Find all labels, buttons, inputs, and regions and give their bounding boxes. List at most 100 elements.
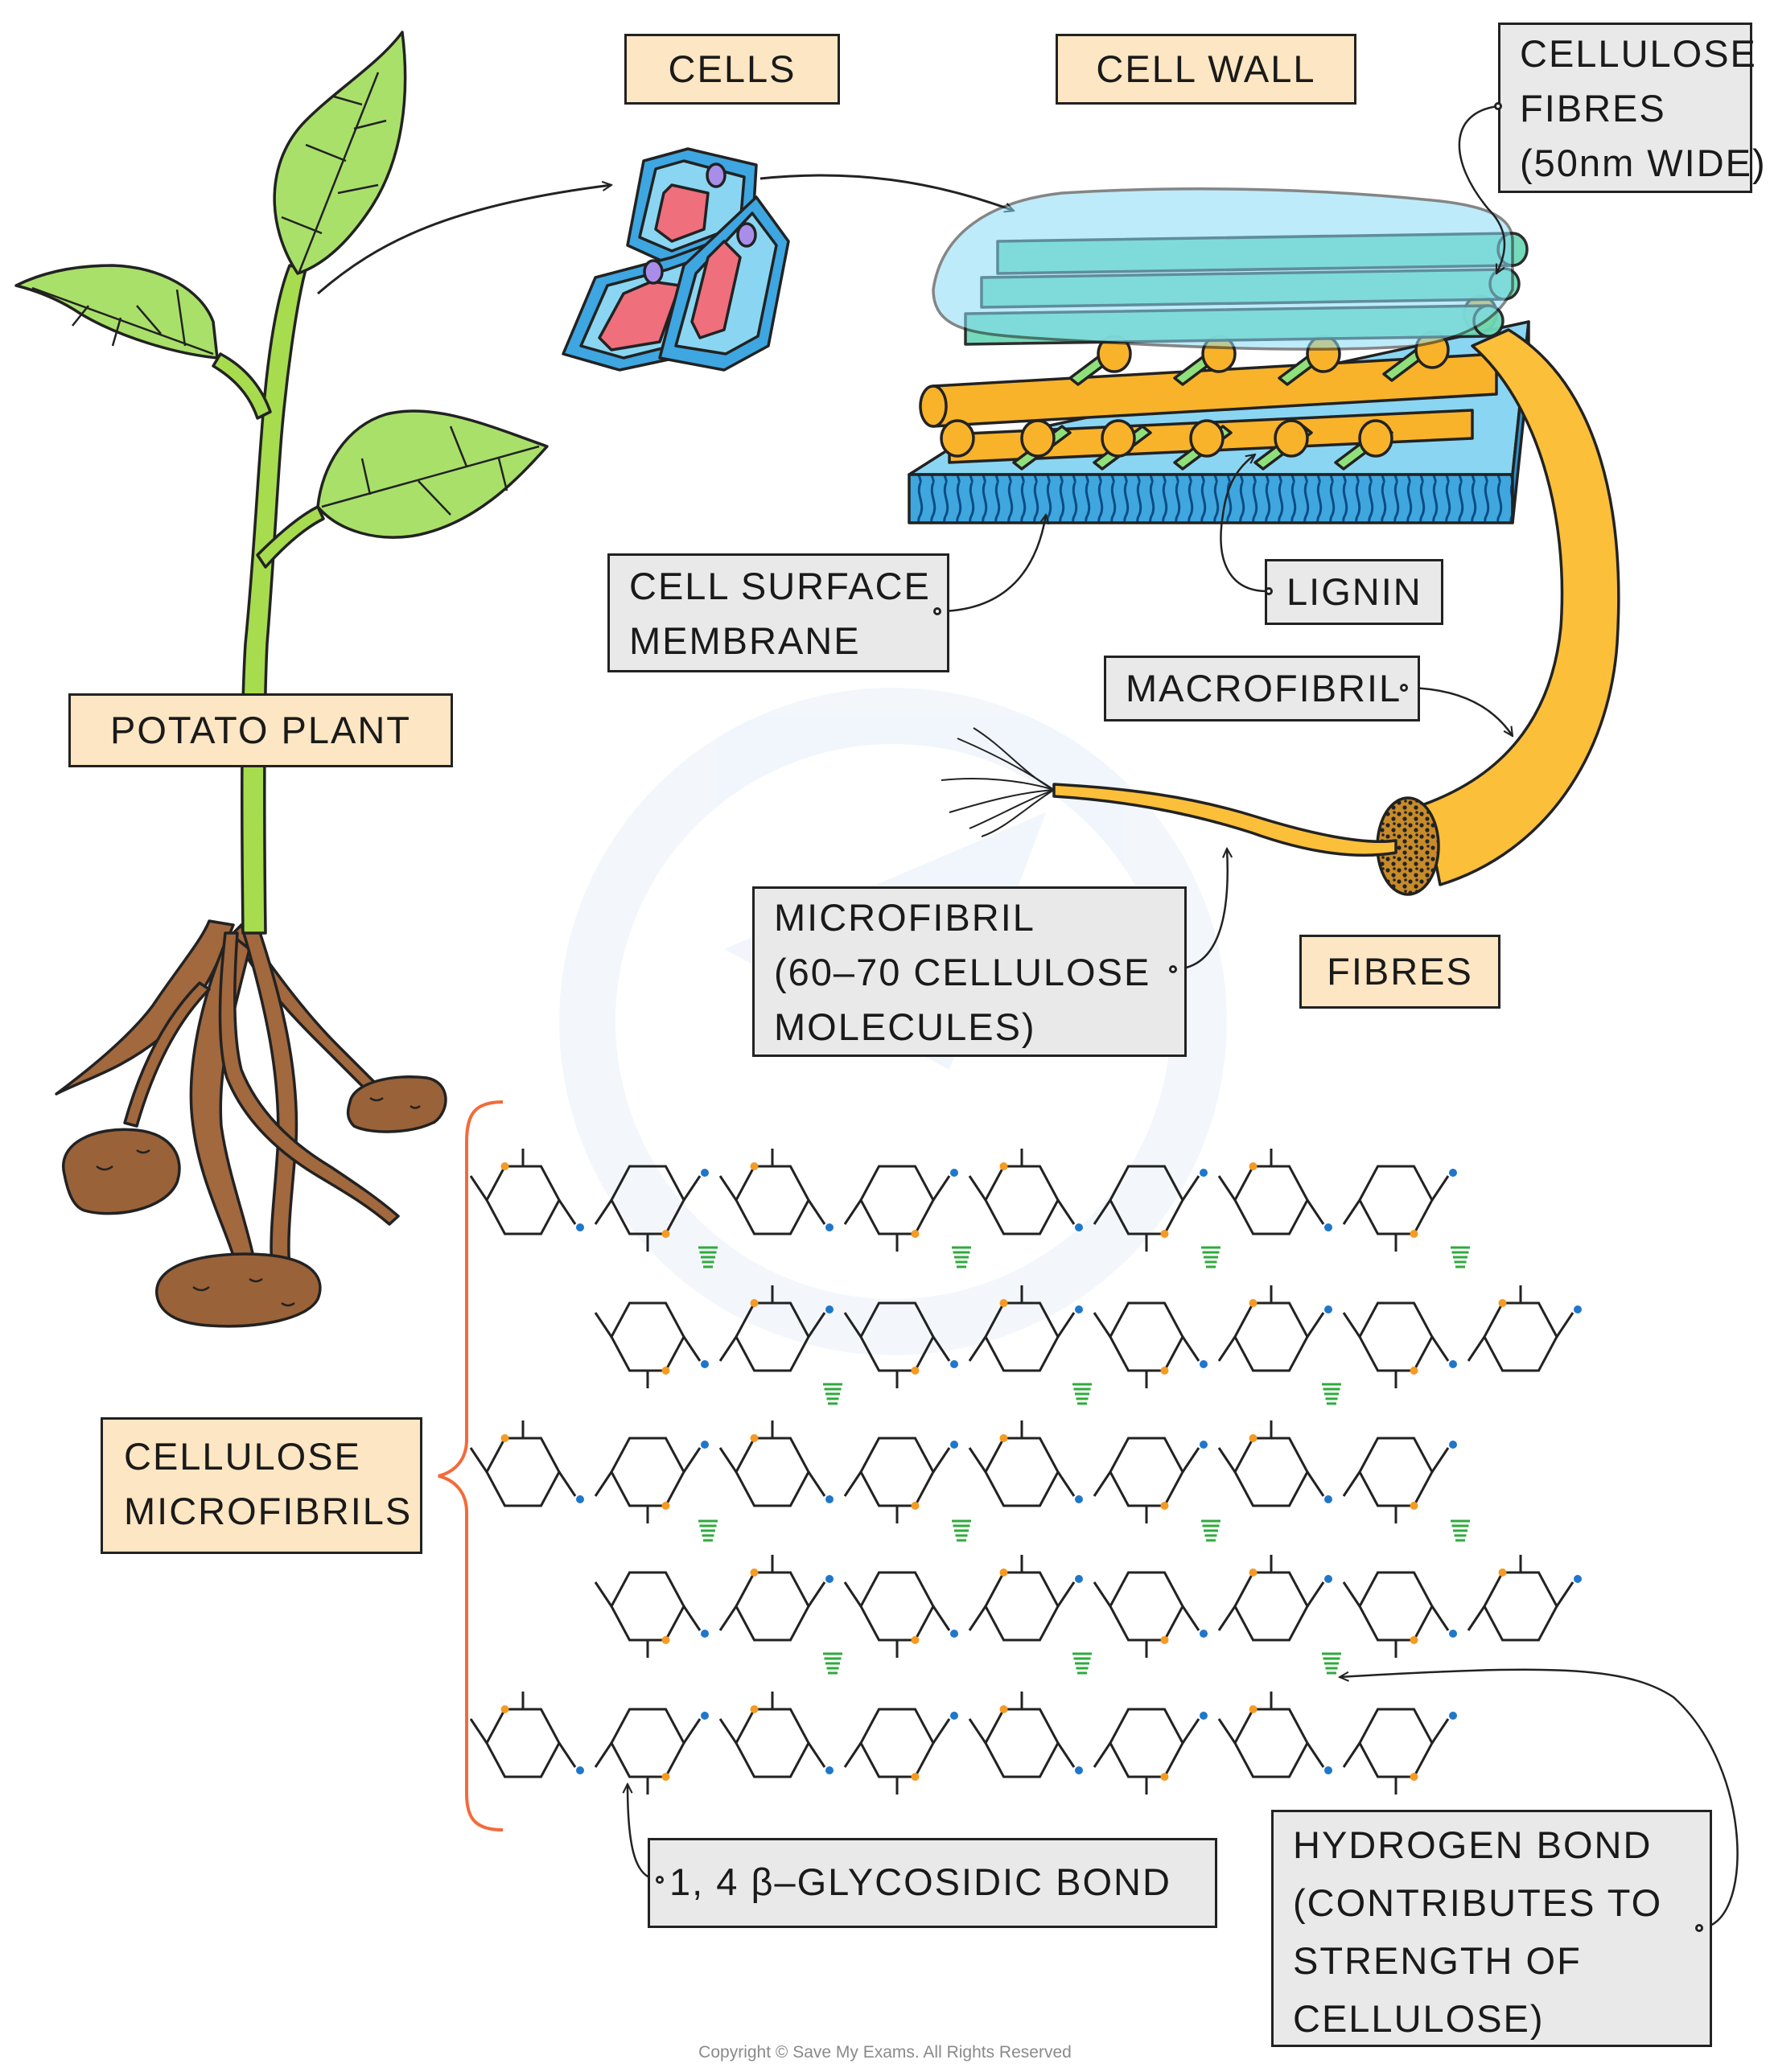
- bridge-oxygen: [576, 1766, 584, 1774]
- glycosidic-link: [1342, 1199, 1361, 1225]
- glycosidic-link: [558, 1199, 577, 1225]
- leader-hydrogen-bond: [1340, 1668, 1739, 1930]
- glycosidic-link: [682, 1447, 702, 1473]
- ring-oxygen: [1160, 1367, 1169, 1375]
- glycosidic-link: [594, 1471, 613, 1497]
- glucose-ring: [1358, 1437, 1434, 1507]
- ring-oxygen: [750, 1568, 759, 1577]
- glycosidic-link: [1342, 1742, 1361, 1768]
- cells-label: CELLS: [624, 34, 840, 105]
- glycosidic-link: [807, 1742, 826, 1768]
- ring-oxygen: [1498, 1568, 1507, 1577]
- glycosidic-link: [843, 1199, 862, 1225]
- ring-oxygen: [1160, 1773, 1169, 1781]
- lignin-label-text: LIGNIN: [1286, 570, 1422, 613]
- glycosidic-link: [1467, 1336, 1486, 1362]
- fibres-label: FIBRES: [1299, 935, 1500, 1009]
- bridge-oxygen: [1324, 1766, 1332, 1774]
- glycosidic-link: [1342, 1471, 1361, 1497]
- glycosidic-link: [594, 1199, 613, 1225]
- cells-label-text: CELLS: [668, 47, 796, 90]
- bridge-oxygen: [950, 1169, 958, 1177]
- glycosidic-link: [1555, 1312, 1574, 1338]
- ring-oxygen: [911, 1502, 920, 1510]
- copyright-notice: Copyright © Save My Exams. All Rights Re…: [698, 2043, 1072, 2062]
- ring-oxygen: [661, 1230, 670, 1238]
- ring-oxygen: [750, 1299, 759, 1307]
- glycosidic-link: [1093, 1471, 1112, 1497]
- glycosidic-link: [1056, 1199, 1076, 1225]
- glycosidic-link: [1181, 1447, 1200, 1473]
- glycosidic-link: [1306, 1312, 1325, 1338]
- glycosidic-link: [718, 1175, 738, 1201]
- bridge-oxygen: [825, 1223, 834, 1231]
- glycosidic-link: [682, 1175, 702, 1201]
- glycosidic-link: [1093, 1581, 1112, 1607]
- bridge-oxygen: [576, 1495, 584, 1503]
- ring-oxygen: [750, 1162, 759, 1170]
- glycosidic-link: [968, 1605, 987, 1631]
- bridge-oxygen: [1200, 1360, 1208, 1368]
- bridge-oxygen: [1449, 1441, 1457, 1449]
- glycosidic-link: [718, 1447, 738, 1473]
- glucose-ring: [735, 1437, 810, 1507]
- hydrogen-bond-line-1: HYDROGEN BOND: [1293, 1823, 1653, 1866]
- bridge-oxygen: [1574, 1305, 1582, 1314]
- ring-oxygen: [750, 1434, 759, 1442]
- glucose-ring: [735, 1708, 810, 1778]
- bridge-oxygen: [825, 1495, 834, 1503]
- glycosidic-link: [1056, 1471, 1076, 1497]
- glucose-ring: [1233, 1301, 1309, 1372]
- bridge-oxygen: [1449, 1169, 1457, 1177]
- ring-oxygen: [1410, 1636, 1418, 1644]
- cell-surface-membrane-line-1: CELL SURFACE: [629, 565, 931, 607]
- connector-dot: [656, 1876, 664, 1884]
- glycosidic-link: [1306, 1581, 1325, 1607]
- ring-oxygen: [999, 1705, 1008, 1713]
- bridge-oxygen: [576, 1223, 584, 1231]
- connector-dot: [933, 607, 941, 615]
- bridge-oxygen: [1075, 1305, 1083, 1314]
- bridge-oxygen: [701, 1441, 709, 1449]
- connector-dot: [1695, 1924, 1703, 1932]
- ring-oxygen: [911, 1230, 920, 1238]
- glucose-ring: [984, 1708, 1060, 1778]
- glycosidic-link: [968, 1175, 987, 1201]
- glucose-ring: [859, 1708, 935, 1778]
- ring-oxygen: [1249, 1299, 1258, 1307]
- ring-oxygen: [1498, 1299, 1507, 1307]
- bridge-oxygen: [1324, 1305, 1332, 1314]
- bridge-oxygen: [1200, 1441, 1208, 1449]
- glycosidic-link: [932, 1447, 951, 1473]
- ring-oxygen: [1160, 1230, 1169, 1238]
- glycosidic-link: [1181, 1605, 1200, 1631]
- fibre-illustration: [941, 328, 1620, 896]
- bridge-oxygen: [1075, 1223, 1083, 1231]
- cellulose-fibres-line-1: CELLULOSE: [1520, 32, 1757, 75]
- cell-wall-label-text: CELL WALL: [1096, 47, 1316, 90]
- glucose-ring: [735, 1165, 810, 1235]
- glycosidic-link: [1181, 1336, 1200, 1362]
- glycosidic-link: [594, 1312, 613, 1338]
- macrofibril-label-text: MACROFIBRIL: [1126, 667, 1402, 709]
- glycosidic-bond-label-text: 1, 4 β–GLYCOSIDIC BOND: [669, 1860, 1171, 1903]
- glucose-ring: [610, 1571, 685, 1642]
- hydrogen-bond-label: HYDROGEN BOND (CONTRIBUTES TO STRENGTH O…: [1271, 1810, 1712, 2047]
- ring-oxygen: [1249, 1568, 1258, 1577]
- glycosidic-link: [968, 1447, 987, 1473]
- glycosidic-link: [1217, 1605, 1237, 1631]
- glycosidic-bond-label: 1, 4 β–GLYCOSIDIC BOND: [648, 1838, 1217, 1928]
- microfibril-bracket: [438, 1100, 504, 1832]
- cell-wall-label: CELL WALL: [1056, 34, 1356, 105]
- glucose-ring: [610, 1708, 685, 1778]
- cellulose-microfibrils-label: CELLULOSE MICROFIBRILS: [101, 1417, 422, 1554]
- glycosidic-link: [1306, 1199, 1325, 1225]
- glycosidic-link: [1306, 1471, 1325, 1497]
- bridge-oxygen: [1449, 1712, 1457, 1720]
- glycosidic-link: [1093, 1742, 1112, 1768]
- cells-illustration: [562, 147, 790, 372]
- leader-microfibril: [1172, 849, 1228, 971]
- potato-tubers: [61, 1075, 447, 1328]
- cellulose-fibres-line-2: FIBRES: [1520, 87, 1666, 130]
- bridge-oxygen: [950, 1441, 958, 1449]
